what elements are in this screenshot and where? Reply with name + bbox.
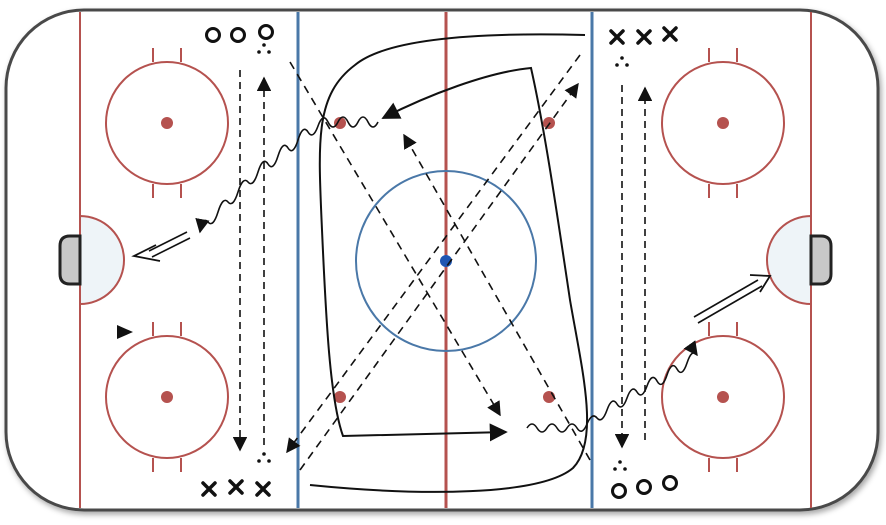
stickhandle-path bbox=[195, 116, 379, 234]
pass-path bbox=[286, 54, 581, 454]
shot-arrow bbox=[131, 231, 191, 262]
pass-path bbox=[299, 82, 579, 471]
shot-arrow bbox=[693, 274, 772, 324]
player-group-bottom-left bbox=[201, 479, 271, 497]
pass-path bbox=[403, 133, 591, 461]
goal-net-left bbox=[58, 234, 82, 286]
faceoff-dot bbox=[161, 391, 173, 403]
goal-crease-left bbox=[79, 214, 125, 306]
neutral-dot bbox=[334, 391, 346, 403]
neutral-dot bbox=[334, 117, 346, 129]
puck-stack bbox=[613, 460, 627, 471]
faceoff-dot bbox=[717, 391, 729, 403]
faceoff-dot bbox=[161, 117, 173, 129]
faceoff-circle bbox=[105, 322, 229, 472]
skate-route bbox=[318, 33, 586, 442]
goal-net-right bbox=[809, 234, 833, 286]
center-circle bbox=[355, 170, 537, 352]
faceoff-circle bbox=[105, 48, 229, 198]
pass-path bbox=[289, 61, 501, 417]
faceoff-dot bbox=[717, 117, 729, 129]
skate-route bbox=[309, 66, 589, 493]
player-group-top-left bbox=[205, 24, 274, 43]
player-group-bottom-right bbox=[611, 475, 678, 499]
stickhandle-path bbox=[526, 340, 698, 433]
puck-stack bbox=[257, 452, 271, 463]
puck-stack bbox=[257, 43, 271, 54]
faceoff-circle bbox=[661, 322, 785, 472]
faceoff-circle bbox=[661, 48, 785, 198]
triangle-marker bbox=[117, 325, 133, 339]
goal-crease-right bbox=[766, 214, 812, 306]
player-group-top-right bbox=[609, 26, 678, 45]
puck-stack bbox=[615, 56, 629, 67]
